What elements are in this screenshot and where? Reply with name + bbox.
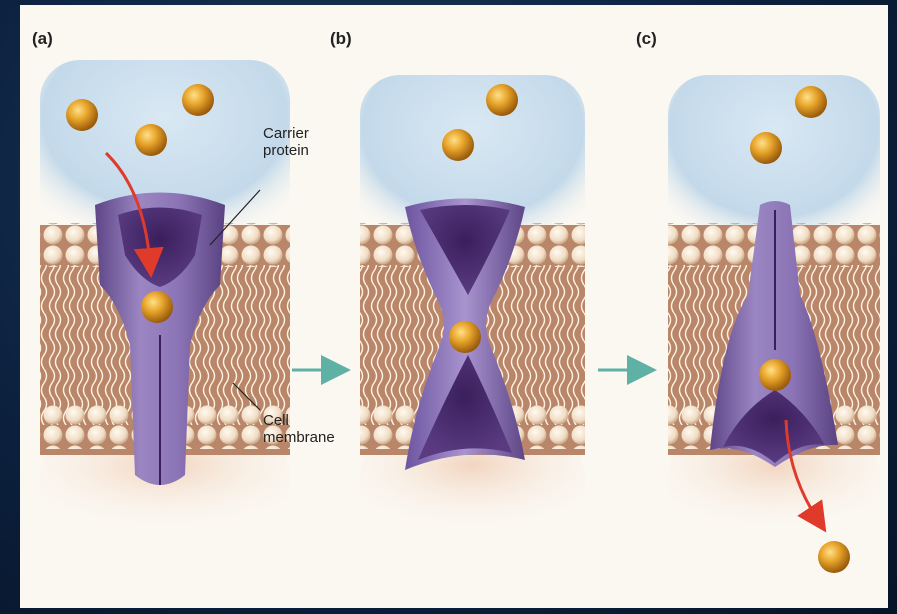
solute-molecule (182, 84, 214, 116)
panel-c (668, 75, 880, 573)
panel-b (360, 75, 585, 535)
solute-molecule-bound (449, 321, 481, 353)
solute-molecule-bound (759, 359, 791, 391)
panel-a (40, 60, 290, 535)
solute-molecule (750, 132, 782, 164)
panel-label-c: (c) (636, 29, 657, 49)
cell-membrane-label-line1: Cell (263, 412, 335, 429)
solute-molecule-bound (141, 291, 173, 323)
cell-membrane-label-line2: membrane (263, 429, 335, 446)
carrier-protein-label-line1: Carrier (263, 125, 309, 142)
diagram-canvas (20, 5, 888, 608)
panel-label-a: (a) (32, 29, 53, 49)
solute-molecule (795, 86, 827, 118)
panel-label-b: (b) (330, 29, 352, 49)
cell-membrane-label: Cell membrane (263, 412, 335, 447)
solute-molecule (442, 129, 474, 161)
figure-carrier-protein-transport: (a) (b) (c) Carrier protein Cell membran… (20, 5, 888, 608)
solute-molecule (486, 84, 518, 116)
solute-molecule-released (818, 541, 850, 573)
carrier-protein-label-line2: protein (263, 142, 309, 159)
solute-molecule (66, 99, 98, 131)
solute-molecule (135, 124, 167, 156)
carrier-protein-label: Carrier protein (263, 125, 309, 160)
